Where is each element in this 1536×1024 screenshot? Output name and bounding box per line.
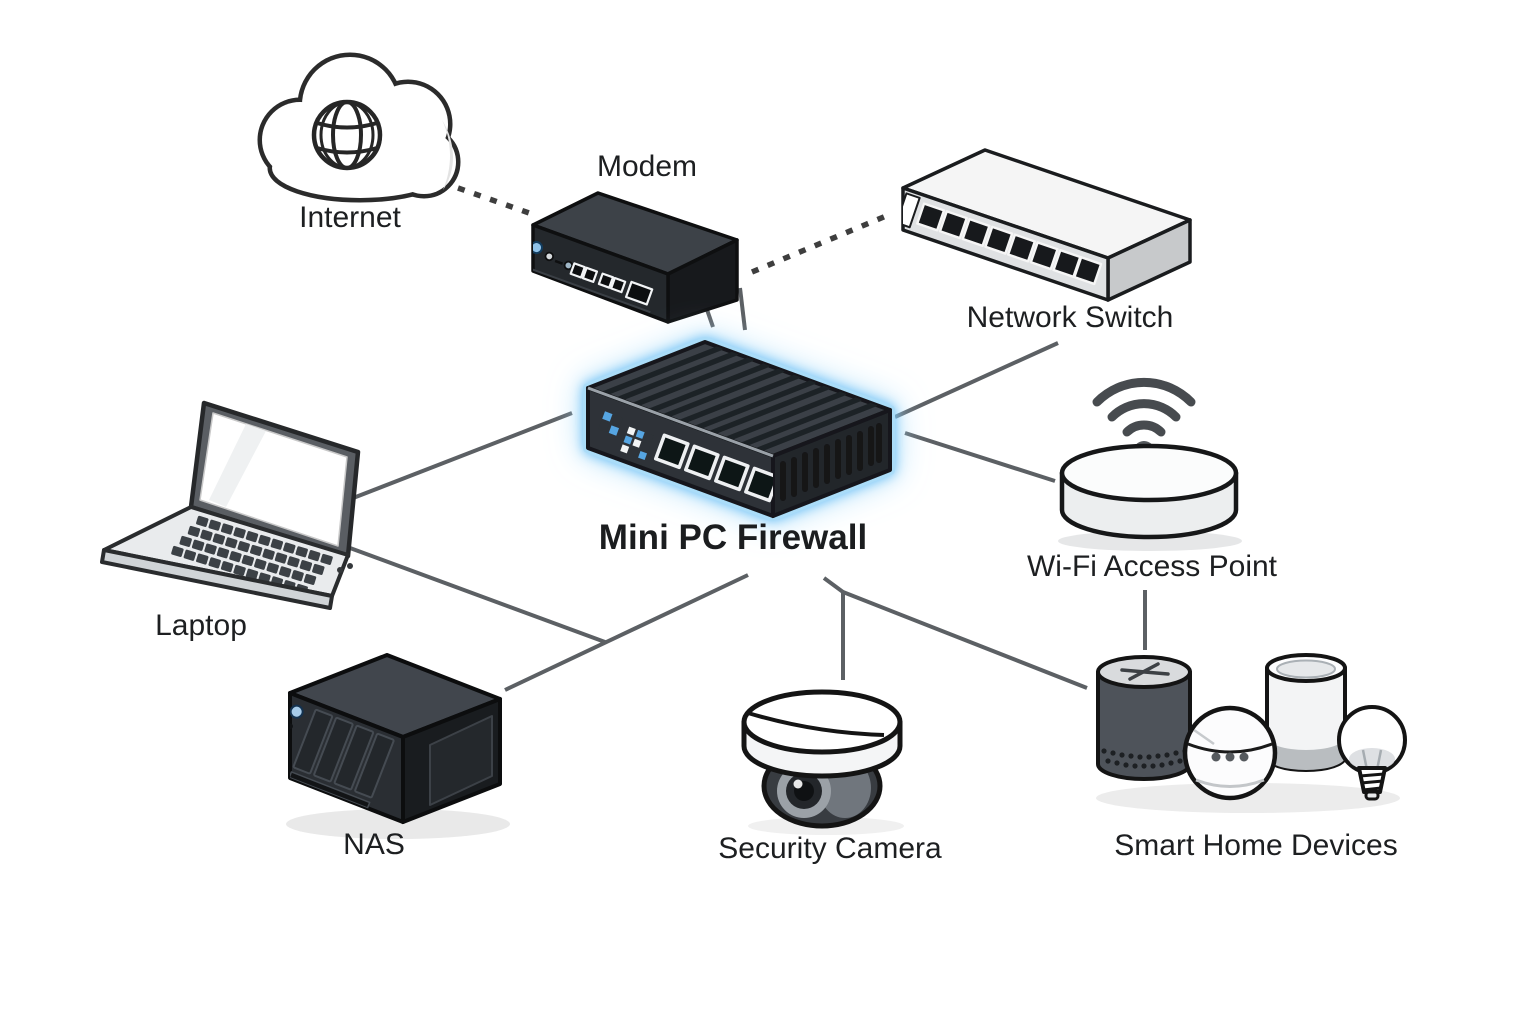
edge-laptop-firewall bbox=[347, 411, 573, 502]
smart-speaker-dark-icon bbox=[1096, 655, 1192, 781]
label-nas: NAS bbox=[343, 828, 405, 861]
cloud-globe-icon bbox=[257, 52, 461, 203]
wifi-access-point-icon bbox=[1059, 377, 1239, 540]
connection-lines bbox=[347, 185, 1147, 692]
edge-firewall-camera bbox=[822, 576, 845, 680]
label-laptop: Laptop bbox=[155, 609, 247, 642]
smart-home-devices-icon bbox=[1096, 653, 1407, 801]
nas-icon bbox=[288, 653, 502, 824]
smart-bulb-icon bbox=[1337, 705, 1407, 801]
label-security-camera: Security Camera bbox=[718, 832, 942, 865]
modem-icon bbox=[531, 191, 739, 324]
edge-firewall-switch bbox=[894, 341, 1059, 419]
edge-firewall-nas bbox=[504, 573, 749, 692]
label-mini-pc-firewall: Mini PC Firewall bbox=[598, 518, 868, 557]
edge-firewall-ap bbox=[904, 431, 1056, 483]
edge-modem-firewall-2 bbox=[738, 287, 747, 331]
motion-sensor-icon bbox=[1182, 705, 1278, 801]
mini-pc-firewall-icon bbox=[583, 337, 895, 521]
edge-modem-switch bbox=[750, 213, 888, 275]
wifi-waves-icon bbox=[1092, 377, 1196, 437]
network-switch-icon bbox=[901, 148, 1192, 302]
edge-laptop-nas-branch bbox=[349, 546, 606, 644]
edge-firewall-smarthome bbox=[842, 590, 1088, 690]
label-smart-home-devices: Smart Home Devices bbox=[1114, 829, 1398, 862]
globe-icon bbox=[311, 99, 383, 171]
smart-speaker-white-icon bbox=[1265, 653, 1347, 772]
label-internet: Internet bbox=[299, 201, 401, 234]
laptop-icon bbox=[100, 400, 361, 610]
edge-internet-modem bbox=[457, 185, 533, 217]
label-wifi-access-point: Wi-Fi Access Point bbox=[1026, 550, 1278, 583]
label-modem: Modem bbox=[596, 150, 698, 183]
label-network-switch: Network Switch bbox=[966, 301, 1174, 334]
dome-camera-icon bbox=[741, 689, 903, 829]
